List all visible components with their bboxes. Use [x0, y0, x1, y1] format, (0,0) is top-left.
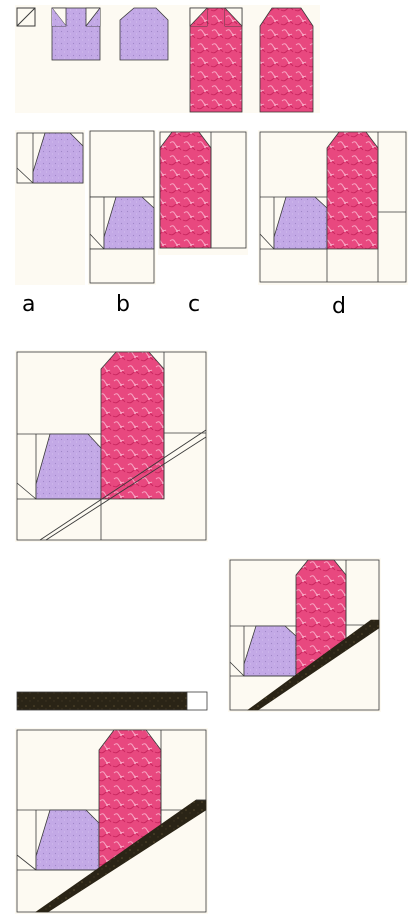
final-block: [15, 728, 208, 914]
unit-d: [258, 130, 408, 285]
pink-finished-strip: [259, 7, 314, 113]
label-d: d: [332, 294, 346, 319]
lilac-piece-with-corners: [51, 7, 101, 61]
pink-strip-with-corners: [189, 7, 243, 113]
label-a: a: [22, 292, 36, 317]
label-b: b: [116, 292, 130, 317]
block-with-dark-binding: [228, 558, 381, 712]
assembled-block-cut-lines: [15, 350, 208, 542]
dark-fabric-strip: [16, 691, 208, 711]
label-c: c: [188, 292, 201, 317]
unit-b: [88, 130, 156, 285]
unit-a: [15, 130, 85, 285]
lilac-snowballed-piece: [119, 7, 169, 61]
unit-c: [158, 130, 248, 255]
half-square-triangle-piece: [16, 7, 36, 27]
